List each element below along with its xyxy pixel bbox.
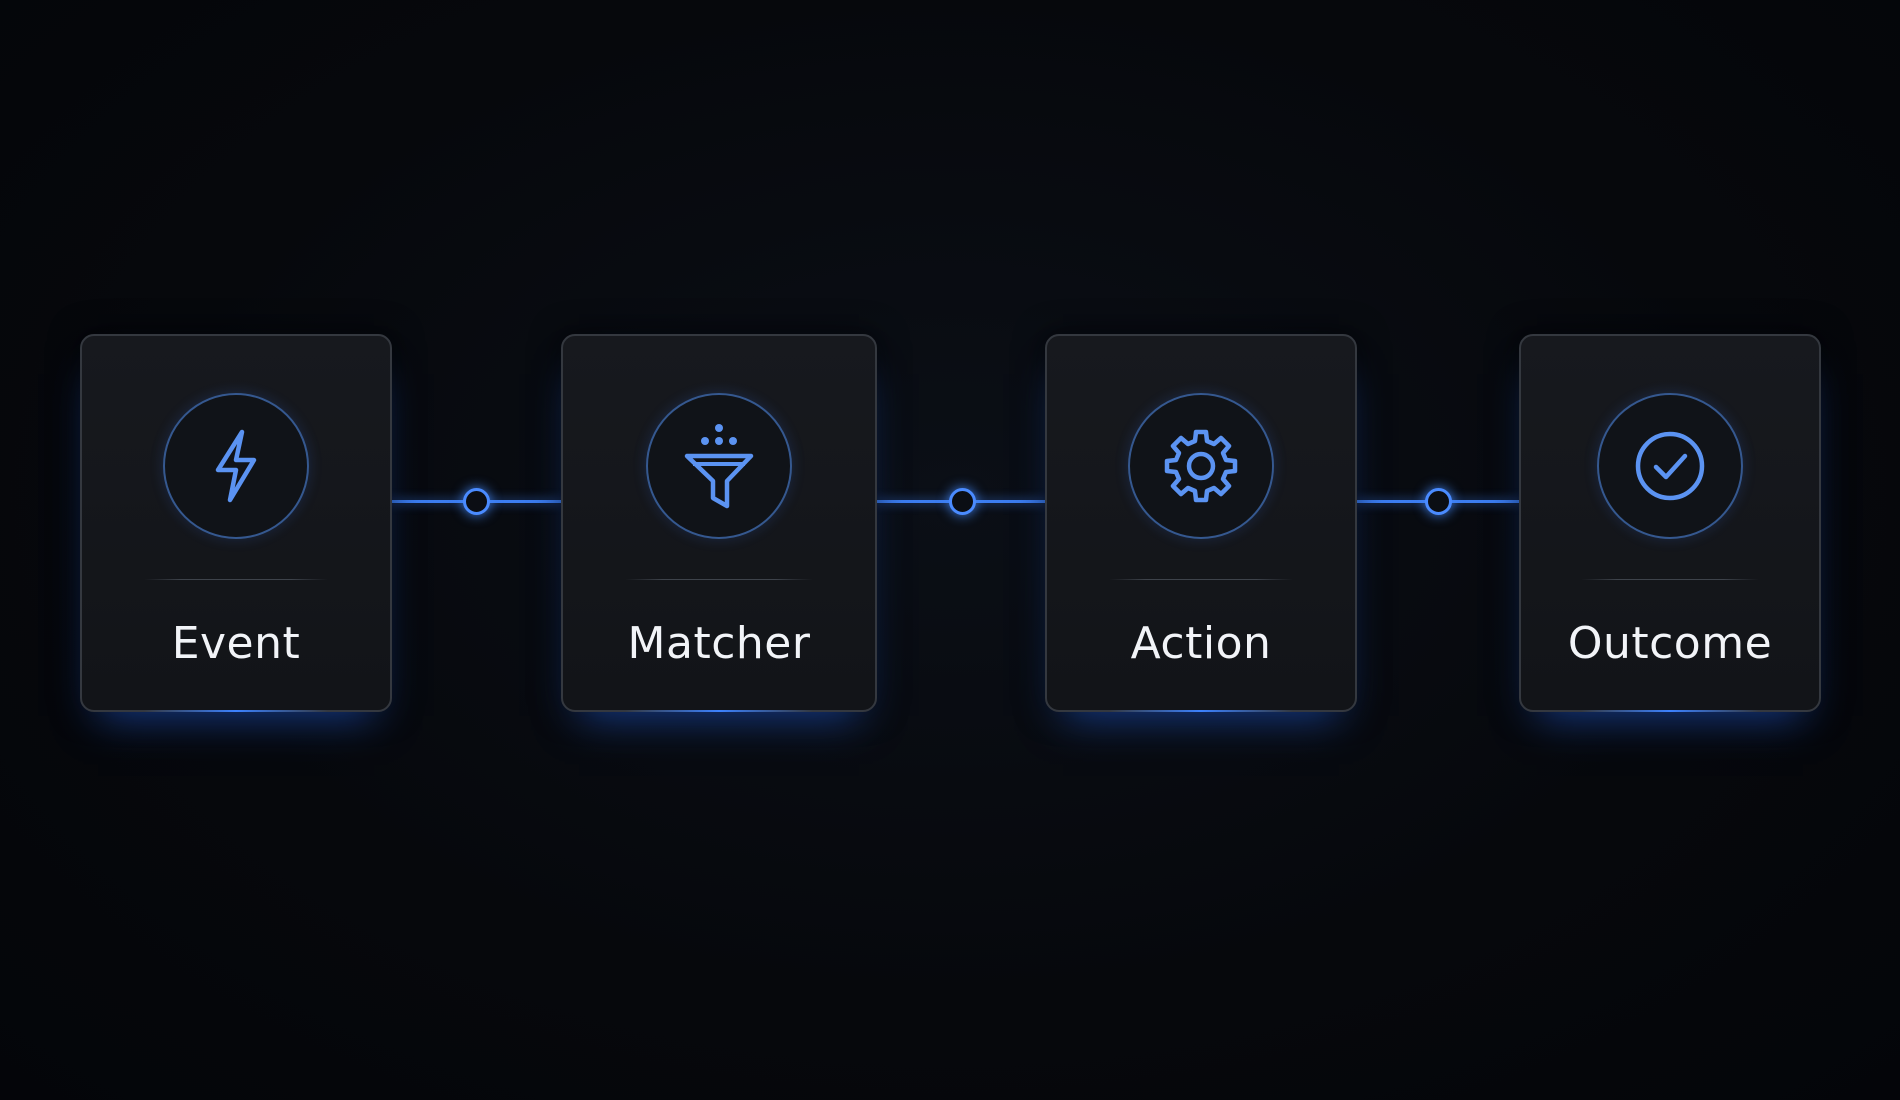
card-divider [1108,579,1294,580]
step-card-matcher: Matcher [561,334,877,712]
lightning-bolt-icon [215,429,257,503]
connector-node [462,488,490,515]
step-card-action: Action [1045,334,1357,712]
gear-icon [1164,429,1238,503]
icon-ring [646,393,792,539]
step-label: Matcher [627,618,811,669]
icon-ring [1597,393,1743,539]
card-divider [625,579,813,580]
funnel-filter-icon [684,424,754,509]
step-label: Outcome [1567,618,1773,669]
step-card-event: Event [80,334,392,712]
connector-node [948,488,976,515]
step-card-outcome: Outcome [1519,334,1821,712]
icon-ring [163,393,309,539]
step-label: Event [171,618,301,669]
step-label: Action [1130,618,1272,669]
icon-ring [1128,393,1274,539]
check-circle-icon [1635,431,1705,501]
card-divider [1580,579,1760,580]
connector-node [1424,488,1452,515]
card-divider [143,579,329,580]
